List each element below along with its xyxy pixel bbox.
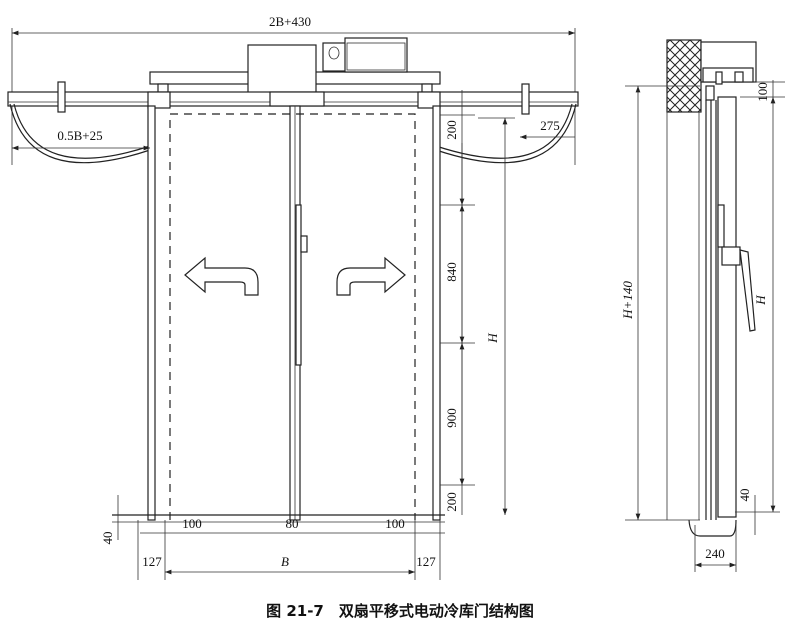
depth-label: 240: [705, 546, 725, 561]
bottom-clearance-label: 200: [444, 492, 459, 512]
motor: [344, 37, 408, 73]
door-leaf-section: [717, 96, 737, 518]
left-post: [147, 105, 156, 521]
figure-caption: 图 21-7 双扇平移式电动冷库门结构图: [266, 602, 534, 620]
left-swing-arc: [9, 103, 151, 164]
side-handle: [739, 249, 756, 332]
right-post: [432, 105, 441, 521]
right-overlap-label: 100: [385, 516, 405, 531]
right-side-label: 127: [416, 554, 436, 569]
door-leaves-outline: [169, 113, 416, 520]
center-gap-label: 80: [286, 516, 299, 531]
bottom-seal: [688, 519, 737, 537]
side-view: H+140 100 H 40 240: [620, 39, 785, 572]
total-height-label: H+140: [620, 281, 635, 320]
top-offset-label: 100: [755, 82, 770, 102]
open-left-arrow-icon: [184, 256, 259, 296]
side-height-label: H: [753, 295, 768, 306]
upper-segment-label: 840: [444, 262, 459, 282]
open-right-arrow-icon: [336, 256, 406, 296]
lower-segment-label: 900: [444, 408, 459, 428]
insulated-wall-section: [666, 39, 702, 113]
top-clearance-label: 200: [444, 120, 459, 140]
right-swing-arc: [435, 103, 577, 164]
half-width-label: 0.5B+25: [57, 128, 102, 143]
front-view: 2B+430: [7, 14, 579, 580]
overall-width-label: 2B+430: [269, 14, 311, 29]
sill-label: 40: [100, 532, 115, 545]
opening-width-label: B: [281, 554, 289, 569]
side-bottom-label: 40: [737, 489, 752, 502]
door-handle: [295, 204, 302, 366]
arc-offset-label: 275: [540, 118, 560, 133]
height-label: H: [485, 333, 500, 344]
left-overlap-label: 100: [182, 516, 202, 531]
left-side-label: 127: [142, 554, 162, 569]
drive-box: [247, 44, 317, 94]
